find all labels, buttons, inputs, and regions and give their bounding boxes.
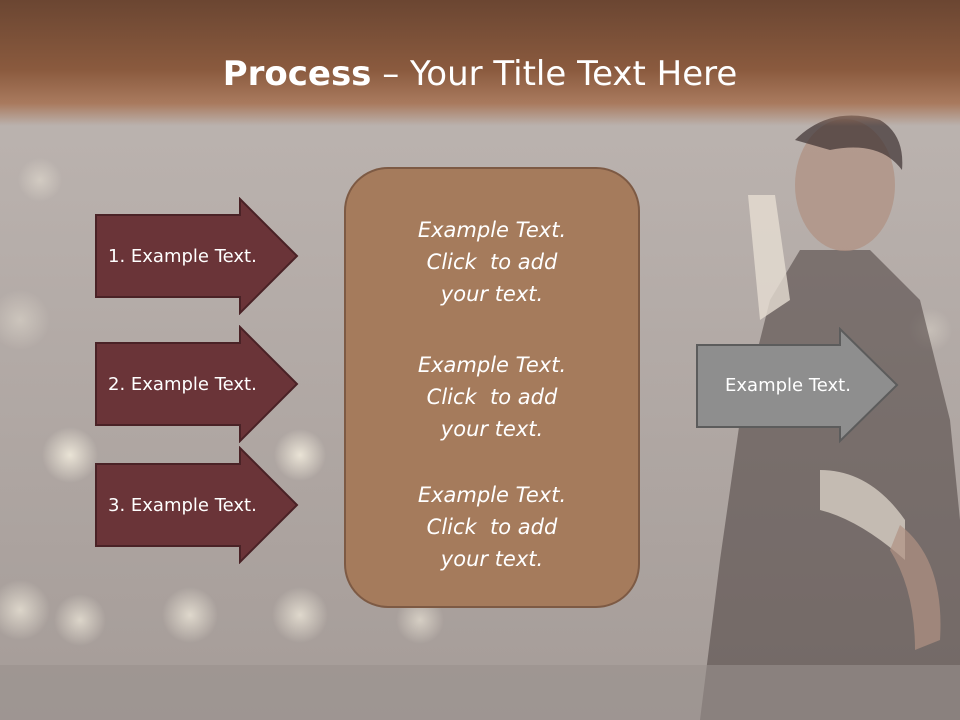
left-arrow-2-label: 2. Example Text. bbox=[108, 373, 257, 395]
text-block-3: Example Text. Click to add your text. bbox=[346, 479, 638, 575]
right-arrow-label: Example Text. bbox=[725, 374, 851, 396]
text-line: Click to add bbox=[426, 385, 558, 409]
center-text-box[interactable]: Example Text. Click to add your text. Ex… bbox=[344, 167, 640, 608]
title-rest: – Your Title Text Here bbox=[371, 54, 738, 94]
left-arrow-3-label: 3. Example Text. bbox=[108, 494, 257, 516]
text-line: Example Text. bbox=[417, 353, 567, 377]
left-arrow-1[interactable]: 1. Example Text. bbox=[94, 197, 300, 315]
text-line: Click to add bbox=[426, 250, 558, 274]
text-block-1: Example Text. Click to add your text. bbox=[346, 214, 638, 310]
text-line: your text. bbox=[440, 417, 544, 441]
slide-title[interactable]: Process – Your Title Text Here bbox=[0, 52, 960, 96]
text-line: your text. bbox=[440, 282, 544, 306]
left-arrow-3[interactable]: 3. Example Text. bbox=[94, 446, 300, 564]
title-bold: Process bbox=[222, 54, 372, 94]
right-arrow[interactable]: Example Text. bbox=[695, 327, 901, 445]
text-line: Click to add bbox=[426, 515, 558, 539]
left-arrow-2[interactable]: 2. Example Text. bbox=[94, 325, 300, 443]
text-line: your text. bbox=[440, 547, 544, 571]
text-line: Example Text. bbox=[417, 218, 567, 242]
text-block-2: Example Text. Click to add your text. bbox=[346, 349, 638, 445]
left-arrow-1-label: 1. Example Text. bbox=[108, 245, 257, 267]
title-band bbox=[0, 0, 960, 126]
text-line: Example Text. bbox=[417, 483, 567, 507]
